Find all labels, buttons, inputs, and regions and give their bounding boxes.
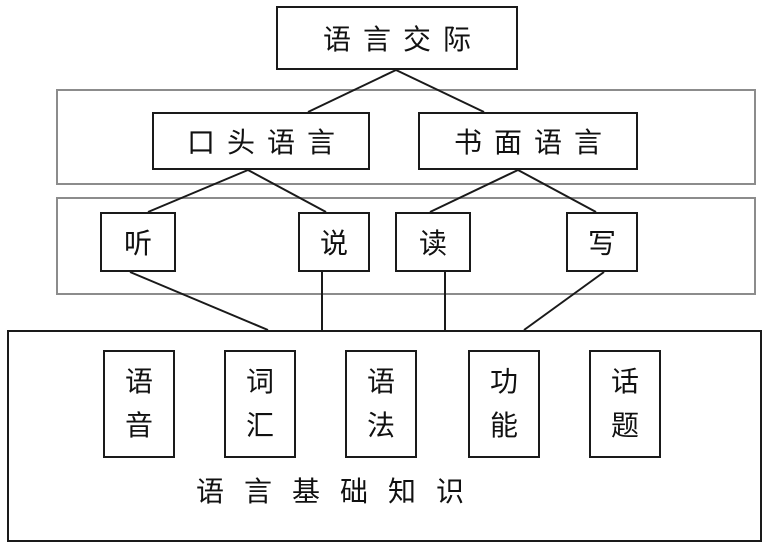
node-char: 法 (366, 409, 395, 442)
node-oral-language: 口头语言 (152, 112, 370, 170)
node-char: 能 (489, 409, 518, 442)
node-char: 语 (124, 365, 153, 398)
connector-top-written (395, 69, 485, 113)
node-label: 写 (587, 227, 616, 260)
node-function: 功 能 (468, 350, 540, 458)
node-label: 口头语言 (186, 126, 347, 159)
node-label: 听 (123, 227, 152, 260)
node-phonetics: 语 音 (103, 350, 175, 458)
node-listen: 听 (100, 212, 176, 272)
node-language-communication: 语言交际 (276, 6, 518, 70)
node-label: 书面语言 (453, 126, 614, 159)
node-label: 说 (319, 227, 348, 260)
node-char: 汇 (245, 409, 274, 442)
connector-oral-listen (147, 169, 249, 213)
node-speak: 说 (298, 212, 370, 272)
node-grammar: 语 法 (345, 350, 417, 458)
node-write: 写 (566, 212, 638, 272)
connector-listen-base (129, 271, 269, 331)
connector-oral-speak (247, 169, 327, 213)
node-char: 词 (245, 365, 274, 398)
node-read: 读 (395, 212, 471, 272)
node-vocabulary: 词 汇 (224, 350, 296, 458)
connector-written-write (517, 169, 597, 213)
node-label: 读 (418, 227, 447, 260)
node-char: 题 (610, 409, 639, 442)
connector-write-base (523, 271, 605, 331)
node-topic: 话 题 (589, 350, 661, 458)
node-char: 话 (610, 365, 639, 398)
node-char: 功 (489, 365, 518, 398)
knowledge-caption: 语言基础知识 (196, 475, 485, 508)
connector-written-read (429, 169, 519, 213)
node-written-language: 书面语言 (418, 112, 638, 170)
node-label: 语言交际 (322, 23, 483, 56)
connector-top-oral (307, 69, 397, 113)
node-char: 语 (366, 365, 395, 398)
node-char: 音 (124, 409, 153, 442)
